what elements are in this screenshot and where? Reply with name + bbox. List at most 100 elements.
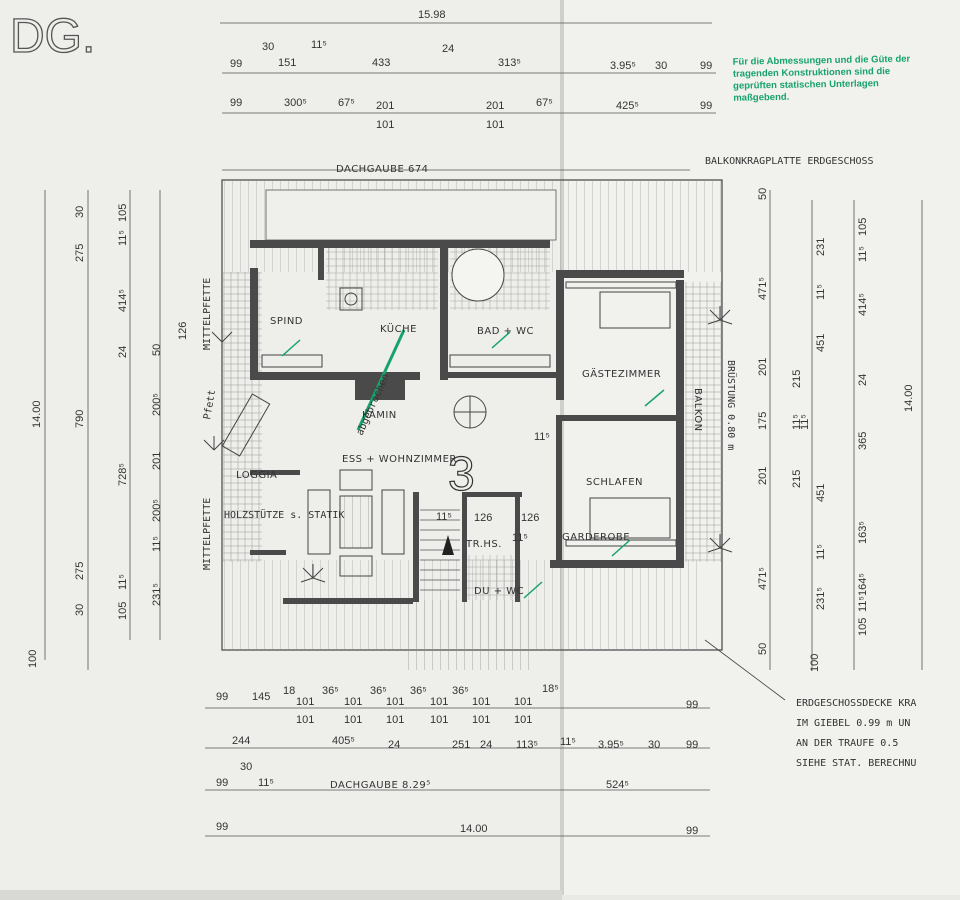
dim-top-r1-7: 3.95⁵ xyxy=(610,60,636,72)
dim-right-m2: 451 xyxy=(815,334,827,352)
dim-left-i10: 11⁵ xyxy=(117,574,129,590)
dim-bot-r2-7: 3.95⁵ xyxy=(598,739,624,751)
dim-top-r2-7: 99 xyxy=(700,100,712,112)
dim-bot-r2-0: 244 xyxy=(232,735,250,747)
paper-right xyxy=(562,0,960,895)
dim-bot-s8: 101 xyxy=(472,696,490,708)
dim-bot-r3-1: 99 xyxy=(216,777,228,789)
sheet-label: DG. xyxy=(10,10,95,63)
pfette-top-label: MITTELPFETTE xyxy=(202,278,213,350)
room-bad-wc: BAD + WC xyxy=(477,326,534,337)
room-kueche: KÜCHE xyxy=(380,322,417,335)
dim-top-r2-1: 300⁵ xyxy=(284,97,307,109)
dim-bot-r1-1: 145 xyxy=(252,691,270,703)
dim-top-r1-9: 99 xyxy=(700,60,712,72)
dim-left-o5: 100 xyxy=(27,650,39,668)
eg-note-line-2: AN DER TRAUFE 0.5 xyxy=(796,738,898,749)
right-dimension-chain: 14.00 50 471⁵ 201 175 201 471⁵ 50 100 23… xyxy=(757,188,923,672)
dim-right-m1: 11⁵ xyxy=(815,284,827,300)
dim-bot-r1-5: 36⁵ xyxy=(410,685,427,697)
dim-bot-r3-0: 30 xyxy=(240,761,252,773)
dim-bot-r1-0: 99 xyxy=(216,691,228,703)
unit-number: 3 xyxy=(448,448,475,501)
dim-bot-r1-2: 18 xyxy=(283,685,295,697)
dim-right-i1: 11⁵ xyxy=(857,246,869,262)
dim-bot-s2: 101 xyxy=(344,696,362,708)
stair-dim-1: 126 xyxy=(474,512,492,524)
dim-bot-r1-8: 99 xyxy=(686,699,698,711)
dim-bot-r2-1: 405⁵ xyxy=(332,735,355,747)
dim-left-i1: 11⁵ xyxy=(117,230,129,246)
dim-right-i3: 24 xyxy=(857,374,869,386)
stair-dim-2: 126 xyxy=(521,512,539,524)
dim-left-i4: 200⁵ xyxy=(151,393,163,416)
dim-top-r1-2: 151 xyxy=(278,57,296,69)
dim-bot-overall: 14.00 xyxy=(460,823,488,835)
stair-dim-0: 11⁵ xyxy=(436,511,452,523)
dim-bot-r2-9: 99 xyxy=(686,739,698,751)
room-loggia: LOGGIA xyxy=(236,470,277,481)
dim-right-o2: 201 xyxy=(757,358,769,376)
room-balkon: BALKON xyxy=(692,388,703,432)
stair-dim-4: 11⁵ xyxy=(534,431,550,443)
dim-right-m0: 231 xyxy=(815,238,827,256)
dim-bot-r1-4: 36⁵ xyxy=(370,685,387,697)
dim-bot-r4-0: 99 xyxy=(216,821,228,833)
dim-top-r1-6: 313⁵ xyxy=(498,57,521,69)
dim-left-o1: 275 xyxy=(74,244,86,262)
top-dimension-chain: 15.98 99 30 151 11⁵ 433 24 313⁵ 3.95⁵ 30… xyxy=(220,9,874,175)
room-labels: SPIND KÜCHE BAD + WC GÄSTEZIMMER KAMIN E… xyxy=(202,278,738,597)
left-dimension-chain: 14.00 30 275 790 275 30 100 105 11⁵ 414⁵… xyxy=(27,190,189,670)
dim-left-i3: 24 xyxy=(117,346,129,358)
dim-right-c1: 215 xyxy=(791,470,803,488)
dim-top-r2-5: 67⁵ xyxy=(536,97,553,109)
dim-right-i6: 164⁵ xyxy=(857,573,869,596)
dachgaube-bottom-label: DACHGAUBE 8.29⁵ xyxy=(330,780,431,791)
dim-left-j2: 201 xyxy=(151,452,163,470)
dim-right-i0: 105 xyxy=(857,218,869,236)
dim-top-r2-2: 67⁵ xyxy=(338,97,355,109)
dim-top-r1-8: 30 xyxy=(655,60,667,72)
dim-bot-s6: 101 xyxy=(430,696,448,708)
dim-top-r1-4: 433 xyxy=(372,57,390,69)
dachgaube-top-label: DACHGAUBE 674 xyxy=(336,164,429,175)
dim-left-i6: 200⁵ xyxy=(151,499,163,522)
dim-bot-s1: 101 xyxy=(296,714,314,726)
room-ess-wohnzimmer: ESS + WOHNZIMMER xyxy=(342,454,457,465)
dim-left-o3: 275 xyxy=(74,562,86,580)
dim-bot-r2-8: 30 xyxy=(648,739,660,751)
dim-right-o6: 50 xyxy=(757,643,769,655)
dim-left-i0: 105 xyxy=(117,204,129,222)
dim-bot-s7: 101 xyxy=(430,714,448,726)
dim-right-i8: 105 xyxy=(857,618,869,636)
room-schlafen: SCHLAFEN xyxy=(586,477,643,488)
dim-left-i2: 414⁵ xyxy=(117,289,129,312)
pfette-mid-label: Pfett xyxy=(202,389,218,421)
dim-bot-r2-5: 113⁵ xyxy=(516,739,538,751)
dim-right-o5: 471⁵ xyxy=(757,567,769,590)
dim-bot-r2-6: 11⁵ xyxy=(560,736,576,748)
dim-right-m5: 11⁵ xyxy=(815,544,827,560)
paper-left xyxy=(0,0,562,890)
dim-right-m3: 11⁵ xyxy=(799,414,811,430)
dim-right-m4: 451 xyxy=(815,484,827,502)
room-spind: SPIND xyxy=(270,316,303,327)
dim-bot-r3-right: 524⁵ xyxy=(606,779,629,791)
dim-bot-s10: 101 xyxy=(514,696,532,708)
room-garderobe: GARDEROBE xyxy=(562,532,630,543)
dim-bot-s11: 101 xyxy=(514,714,532,726)
room-kamin: KAMIN xyxy=(362,410,397,421)
dim-left-i8: 231⁵ xyxy=(151,583,163,606)
dim-left-o4: 30 xyxy=(74,604,86,616)
dim-bot-s0: 101 xyxy=(296,696,314,708)
dim-right-i4: 365 xyxy=(857,432,869,450)
dim-bot-r1-6: 36⁵ xyxy=(452,685,469,697)
room-du-wc: DU + WC xyxy=(474,586,524,597)
dim-right-o0: 50 xyxy=(757,188,769,200)
room-gaestezimmer: GÄSTEZIMMER xyxy=(582,367,661,380)
dim-left-i7: 11⁵ xyxy=(151,536,163,552)
pfette-bottom-label: MITTELPFETTE xyxy=(202,498,213,570)
bruestung-label: BRÜSTUNG 0.80 m xyxy=(725,360,738,450)
dim-top-r1-1: 30 xyxy=(262,41,274,53)
dim-left-o0: 30 xyxy=(74,206,86,218)
